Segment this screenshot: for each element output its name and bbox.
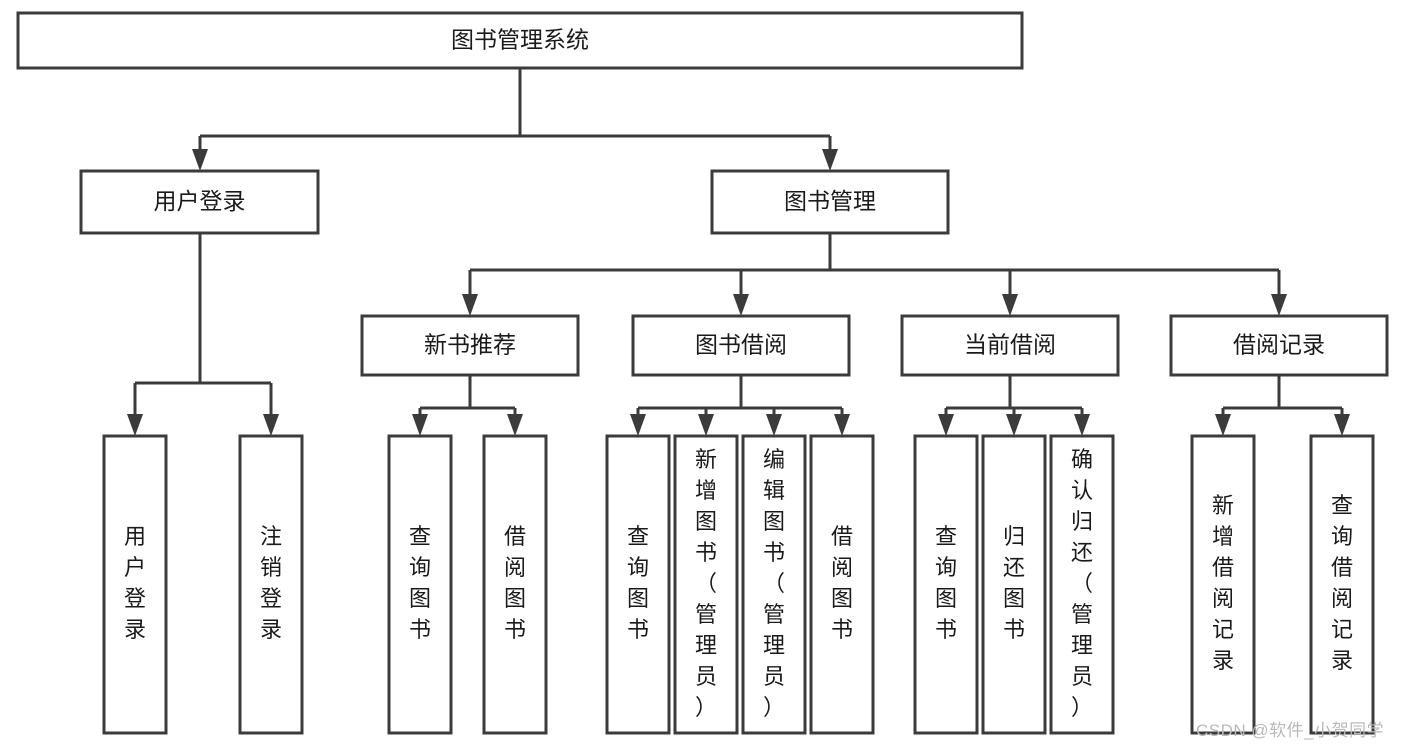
- arrow-head-icon: [822, 149, 838, 171]
- node-label-leaf-confirm-return: 确认归还（管理员）: [1071, 447, 1093, 720]
- arrow-head-icon: [263, 414, 279, 436]
- arrow-head-icon: [1334, 414, 1350, 436]
- node-box-leaf-user-logout: [238, 434, 304, 735]
- node-box-leaf-query-book-1: [387, 434, 453, 735]
- node-root[interactable]: 图书管理系统: [16, 11, 1024, 70]
- arrow-head-icon: [127, 414, 143, 436]
- node-leaf-borrow-book-2[interactable]: 借阅图书: [809, 434, 875, 735]
- node-label-leaf-borrow-book-1: 借阅图书: [504, 524, 526, 642]
- node-leaf-return-book[interactable]: 归还图书: [981, 434, 1047, 735]
- node-leaf-borrow-book-1[interactable]: 借阅图书: [482, 434, 548, 735]
- node-box-current-borrow: [900, 314, 1120, 377]
- node-user-login[interactable]: 用户登录: [79, 169, 320, 235]
- node-label-leaf-query-book-2: 查询图书: [627, 524, 649, 642]
- node-label-leaf-user-logout: 注销登录: [260, 524, 282, 642]
- arrow-head-icon: [1215, 414, 1231, 436]
- node-layer: 图书管理系统用户登录图书管理新书推荐图书借阅当前借阅借阅记录用户登录注销登录查询…: [16, 11, 1389, 735]
- node-leaf-user-login[interactable]: 用户登录: [102, 434, 168, 735]
- node-leaf-user-logout[interactable]: 注销登录: [238, 434, 304, 735]
- arrow-head-icon: [698, 414, 714, 436]
- node-leaf-query-book-3[interactable]: 查询图书: [913, 434, 979, 735]
- connector-layer: [127, 68, 1350, 436]
- node-box-book-manage: [710, 169, 950, 235]
- node-current-borrow[interactable]: 当前借阅: [900, 314, 1120, 377]
- arrow-head-icon: [412, 414, 428, 436]
- node-leaf-query-borrow-record[interactable]: 查询借阅记录: [1309, 434, 1375, 735]
- node-leaf-query-book-1[interactable]: 查询图书: [387, 434, 453, 735]
- node-label-leaf-user-login: 用户登录: [124, 524, 146, 642]
- node-box-leaf-confirm-return: [1049, 434, 1115, 735]
- arrow-head-icon: [630, 414, 646, 436]
- node-box-leaf-return-book: [981, 434, 1047, 735]
- node-box-borrow-record: [1169, 314, 1389, 377]
- node-leaf-query-book-2[interactable]: 查询图书: [605, 434, 671, 735]
- node-new-book-recommend[interactable]: 新书推荐: [360, 314, 580, 377]
- node-label-leaf-query-book-3: 查询图书: [935, 524, 957, 642]
- node-box-root: [16, 11, 1024, 70]
- node-leaf-confirm-return[interactable]: 确认归还（管理员）: [1049, 434, 1115, 735]
- node-box-book-borrow: [631, 314, 851, 377]
- arrow-head-icon: [1006, 414, 1022, 436]
- node-box-new-book-recommend: [360, 314, 580, 377]
- node-leaf-add-borrow-record[interactable]: 新增借阅记录: [1190, 434, 1256, 735]
- node-book-manage[interactable]: 图书管理: [710, 169, 950, 235]
- arrow-head-icon: [462, 294, 478, 316]
- node-box-leaf-add-borrow-record: [1190, 434, 1256, 735]
- arrow-head-icon: [1271, 294, 1287, 316]
- node-label-book-manage: 图书管理: [784, 188, 876, 214]
- arrow-head-icon: [192, 149, 208, 171]
- arrow-head-icon: [1002, 294, 1018, 316]
- arrow-head-icon: [766, 414, 782, 436]
- arrow-head-icon: [733, 294, 749, 316]
- node-box-leaf-borrow-book-2: [809, 434, 875, 735]
- node-label-leaf-edit-book: 编辑图书（管理员）: [763, 447, 785, 720]
- arrow-head-icon: [834, 414, 850, 436]
- node-label-leaf-add-book: 新增图书（管理员）: [695, 447, 717, 720]
- node-leaf-edit-book[interactable]: 编辑图书（管理员）: [741, 434, 807, 735]
- node-box-leaf-edit-book: [741, 434, 807, 735]
- node-box-leaf-add-book: [673, 434, 739, 735]
- node-box-leaf-query-book-3: [913, 434, 979, 735]
- node-label-user-login: 用户登录: [154, 188, 246, 214]
- node-book-borrow[interactable]: 图书借阅: [631, 314, 851, 377]
- arrow-head-icon: [1074, 414, 1090, 436]
- node-box-user-login: [79, 169, 320, 235]
- node-label-leaf-query-borrow-record: 查询借阅记录: [1331, 493, 1353, 673]
- node-box-leaf-query-borrow-record: [1309, 434, 1375, 735]
- node-borrow-record[interactable]: 借阅记录: [1169, 314, 1389, 377]
- node-label-leaf-add-borrow-record: 新增借阅记录: [1212, 493, 1234, 673]
- node-label-leaf-query-book-1: 查询图书: [409, 524, 431, 642]
- node-label-current-borrow: 当前借阅: [964, 332, 1056, 358]
- node-label-leaf-borrow-book-2: 借阅图书: [831, 524, 853, 642]
- node-box-leaf-user-login: [102, 434, 168, 735]
- node-box-leaf-borrow-book-1: [482, 434, 548, 735]
- node-label-root: 图书管理系统: [451, 27, 589, 53]
- arrow-head-icon: [507, 414, 523, 436]
- node-box-leaf-query-book-2: [605, 434, 671, 735]
- arrow-head-icon: [938, 414, 954, 436]
- node-label-book-borrow: 图书借阅: [695, 332, 787, 358]
- node-label-leaf-return-book: 归还图书: [1003, 524, 1025, 642]
- node-label-new-book-recommend: 新书推荐: [424, 332, 516, 358]
- node-leaf-add-book[interactable]: 新增图书（管理员）: [673, 434, 739, 735]
- node-label-borrow-record: 借阅记录: [1233, 332, 1325, 358]
